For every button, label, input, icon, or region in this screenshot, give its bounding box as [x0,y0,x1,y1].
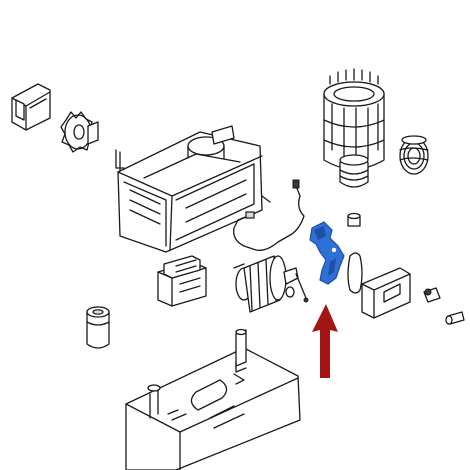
motor-stator[interactable] [323,68,385,188]
worm-pulley[interactable] [399,135,429,175]
end-cap-cover[interactable] [11,83,51,131]
bolt[interactable] [445,311,465,325]
capacitor[interactable] [86,306,110,349]
pointer-arrow-up [312,304,338,378]
drive-pinion-gear[interactable] [60,111,99,153]
drive-belt[interactable] [347,252,363,294]
small-clip[interactable] [115,149,125,173]
cylinder-lock[interactable] [347,212,361,227]
gearbox-housing[interactable] [117,125,263,253]
transformer[interactable] [157,255,207,307]
motor-rotor[interactable] [233,255,309,313]
cable-harness[interactable] [233,179,305,251]
release-cover[interactable] [361,267,411,319]
mounting-base-plate[interactable] [125,328,301,470]
key-cylinder[interactable] [423,287,441,303]
release-lever[interactable] [309,221,345,285]
